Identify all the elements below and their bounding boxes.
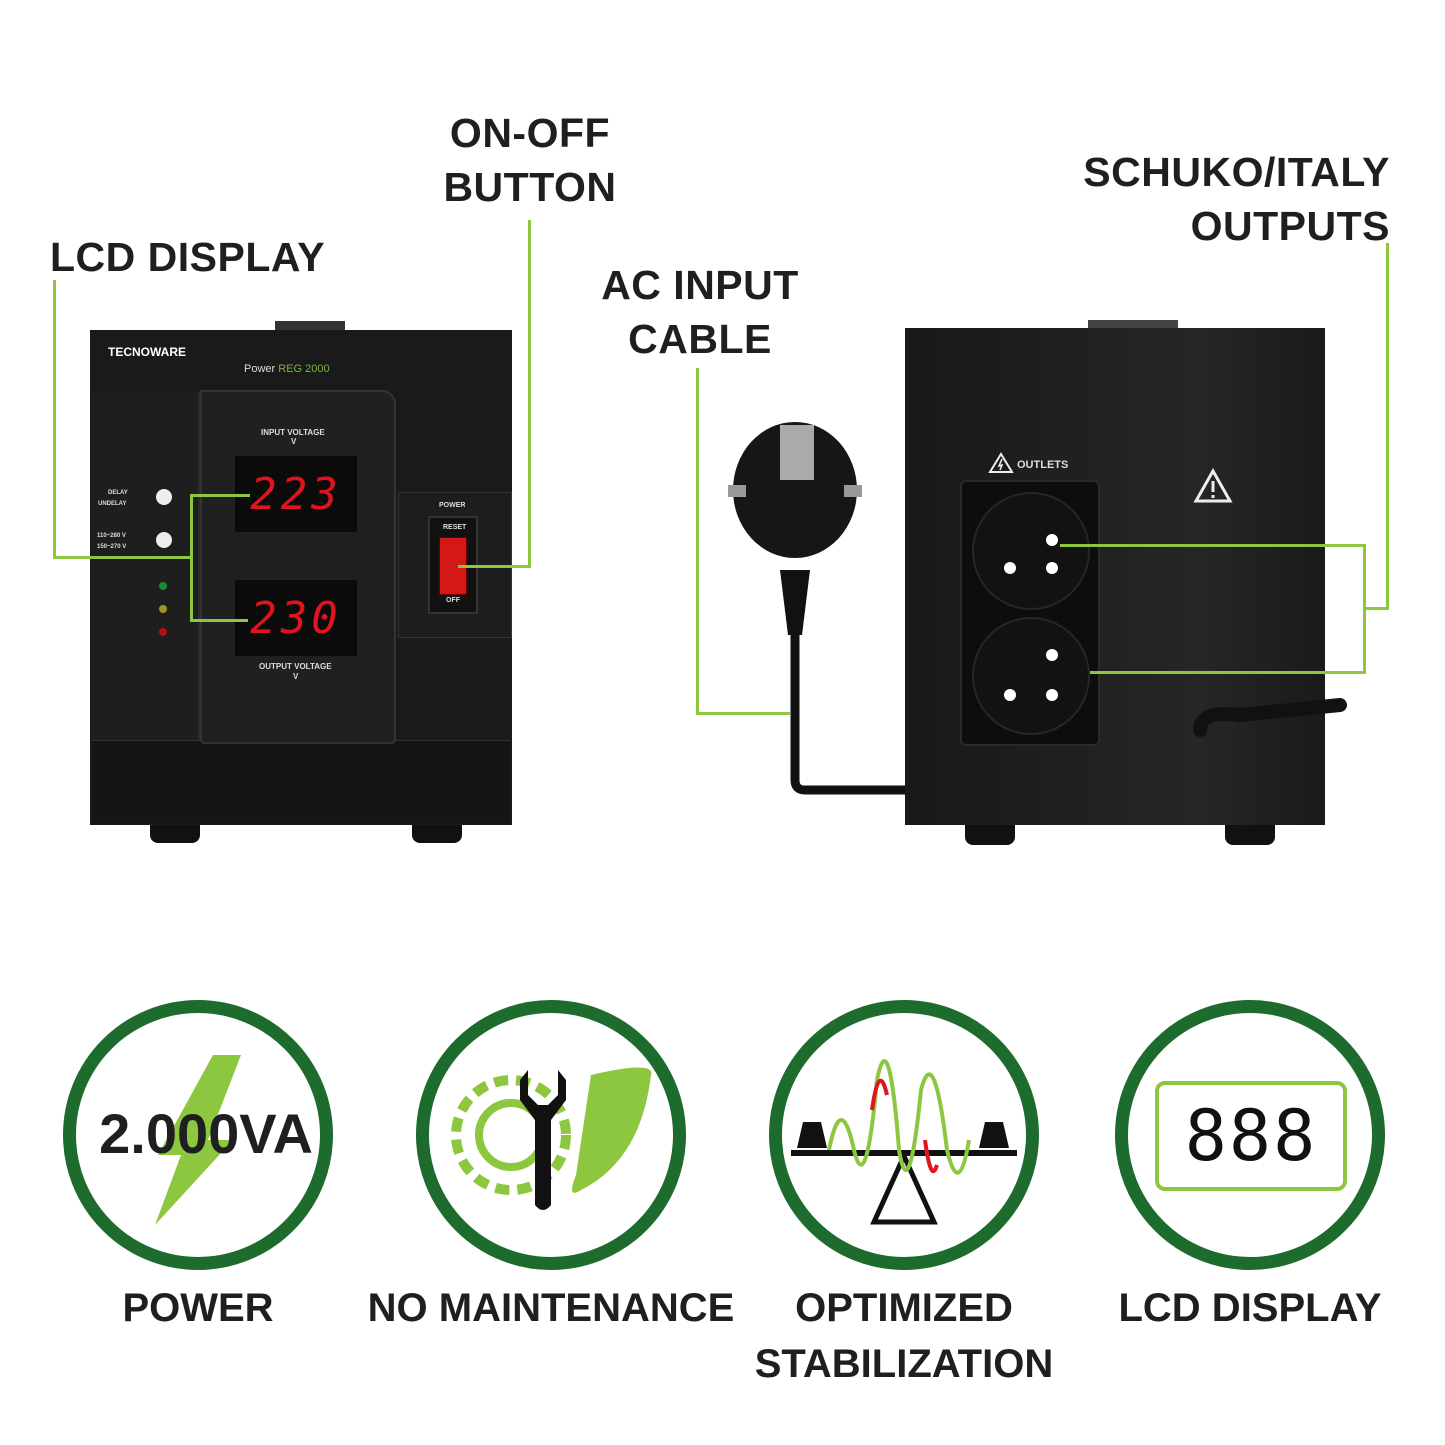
delay-button[interactable]: [156, 489, 172, 505]
warning-icon: [1193, 468, 1233, 503]
brand-logo: TECNOWARE: [108, 345, 186, 359]
model-name: Power REG 2000: [244, 363, 330, 375]
callout-schuko-outputs: SCHUKO/ITALY OUTPUTS: [1083, 145, 1390, 253]
feature-power: 2.000VA: [63, 1000, 333, 1270]
feature-label-lcd-display: LCD DISPLAY: [1118, 1286, 1382, 1330]
gear-wrench-leaf-icon: [451, 1067, 652, 1210]
outlets-label: OUTLETS: [1017, 459, 1069, 471]
led-yellow-icon: [159, 605, 167, 613]
callout-line: CABLE: [628, 316, 772, 362]
callout-line: AC INPUT: [601, 262, 799, 308]
label-line: OPTIMIZED: [795, 1286, 1013, 1330]
rear-cable: [1193, 698, 1347, 737]
undelay-label: UNDELAY: [98, 501, 127, 507]
high-voltage-warning-icon: [988, 452, 1014, 473]
feature-stabilization: [769, 1000, 1039, 1270]
input-voltage-display: 223: [235, 456, 357, 532]
off-label: OFF: [446, 597, 460, 604]
balance-wave-icon: [791, 1059, 1017, 1225]
unit-label: V: [291, 437, 297, 446]
feature-label-no-maintenance: NO MAINTENANCE: [367, 1286, 735, 1330]
range1-label: 110~280 V: [97, 533, 126, 539]
feature-no-maintenance: [416, 1000, 686, 1270]
callout-line: BUTTON: [443, 164, 617, 210]
feature-label-stabilization: OPTIMIZED STABILIZATION: [694, 1280, 1114, 1392]
callout-line: OUTPUTS: [1190, 203, 1390, 249]
lightning-icon: [155, 1055, 241, 1225]
label-line: STABILIZATION: [754, 1342, 1054, 1386]
callout-on-off-button: ON-OFF BUTTON: [430, 106, 630, 214]
callout-line: SCHUKO/ITALY: [1083, 149, 1390, 195]
output-voltage-label: OUTPUT VOLTAGE: [259, 662, 332, 671]
schuko-socket-2: [972, 617, 1090, 735]
feature-label-power: POWER: [122, 1286, 274, 1330]
input-voltage-label: INPUT VOLTAGE: [261, 428, 325, 437]
feature-lcd-display: 888: [1115, 1000, 1385, 1270]
output-voltage-display: 230: [235, 580, 357, 656]
power-value: 2.000VA: [99, 1102, 313, 1165]
schuko-socket-1: [972, 492, 1090, 610]
reset-label: RESET: [443, 524, 467, 531]
power-label: POWER: [439, 502, 466, 509]
led-red-icon: [159, 628, 167, 636]
range-button[interactable]: [156, 532, 172, 548]
callout-ac-input: AC INPUT CABLE: [580, 258, 820, 366]
delay-label: DELAY: [108, 490, 128, 496]
callout-line: ON-OFF: [449, 110, 611, 156]
led-green-icon: [159, 582, 167, 590]
range2-label: 150~270 V: [97, 544, 127, 550]
unit-label: V: [293, 672, 299, 681]
callout-lcd-display: LCD DISPLAY: [50, 234, 326, 280]
ac-plug-cable: [728, 422, 905, 795]
lcd-digits-icon: 888: [1155, 1081, 1347, 1191]
